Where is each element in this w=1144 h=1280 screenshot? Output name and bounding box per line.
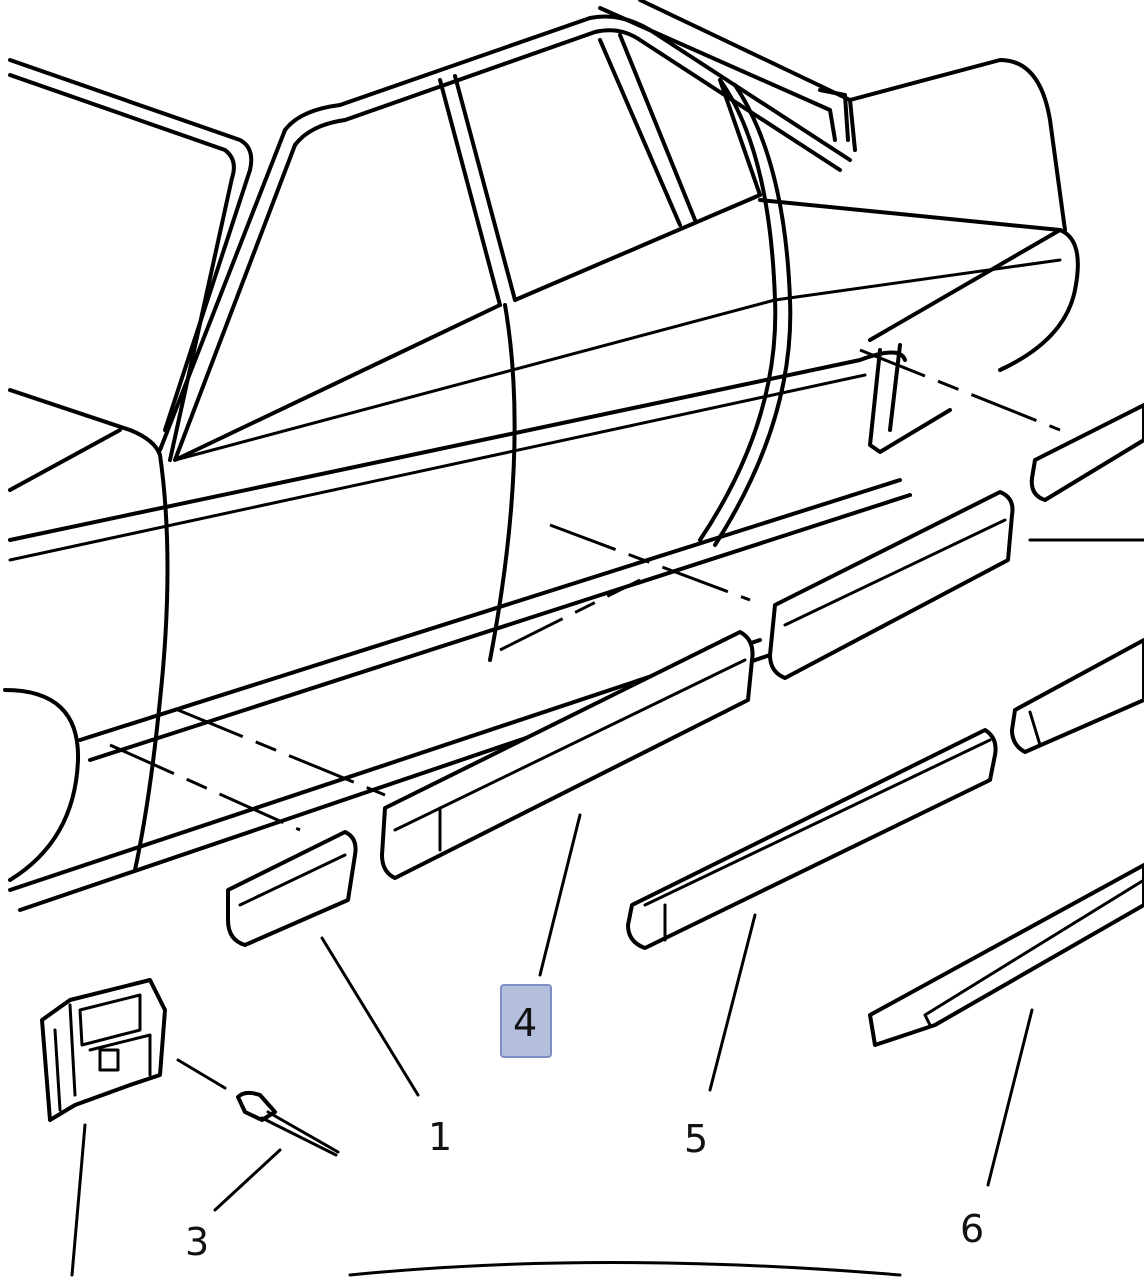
callout-3: 3 [185, 1220, 209, 1264]
part-3-clip-and-screw [40, 978, 340, 1157]
callout-label-3: 3 [185, 1220, 209, 1264]
callout-1: 1 [428, 1115, 452, 1159]
callout-label-4[interactable]: 4 [513, 1001, 537, 1045]
callout-6: 6 [960, 1207, 984, 1251]
rear-quarter-lower-molding [1010, 638, 1144, 754]
part-4-front-door-molding [380, 630, 755, 880]
callout-label-6: 6 [960, 1207, 984, 1251]
callout-4-highlighted[interactable]: 4 [500, 984, 552, 1058]
callouts: 1 3 4 5 6 [185, 984, 984, 1264]
callout-5: 5 [684, 1117, 708, 1161]
callout-label-1: 1 [428, 1115, 452, 1159]
part-6-rocker-molding [868, 863, 1144, 1047]
rear-door-molding [768, 490, 1015, 680]
alignment-lines [109, 348, 1144, 832]
callout-4-highlight-box[interactable] [500, 984, 552, 1058]
car-body [3, 0, 1144, 912]
part-5-lower-molding [626, 728, 998, 950]
leader-lines [70, 813, 1034, 1277]
callout-label-5: 5 [684, 1117, 708, 1161]
part-1-front-molding [226, 830, 358, 947]
